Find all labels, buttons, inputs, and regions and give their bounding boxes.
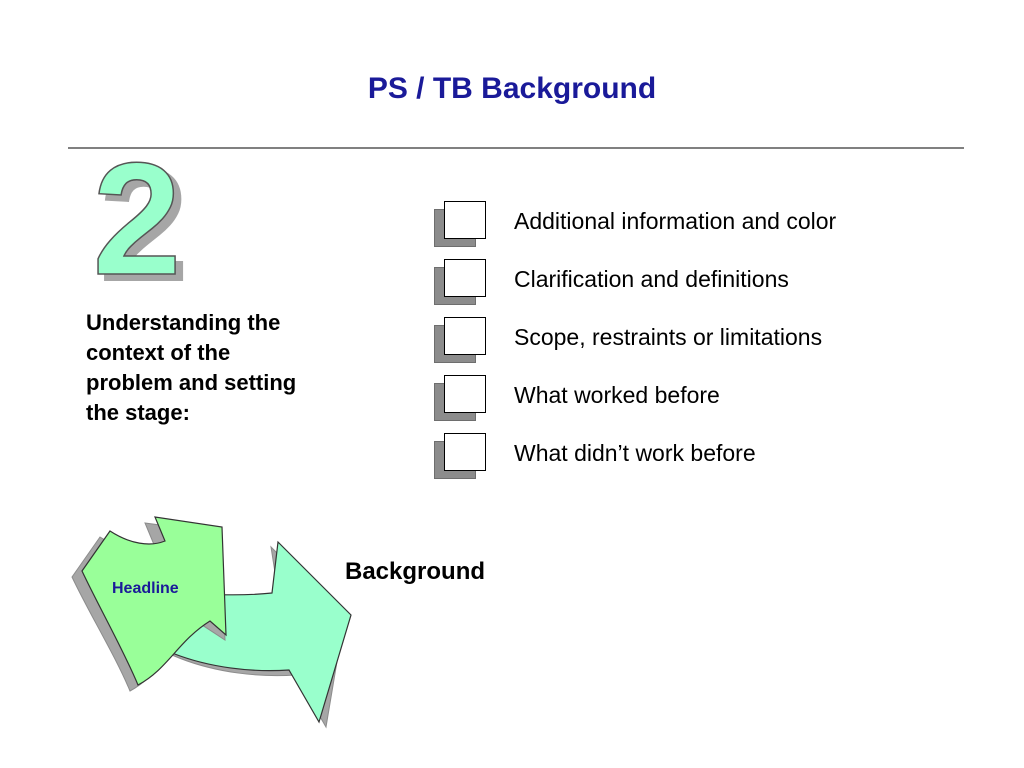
step-number-shadow: 2 (100, 150, 189, 300)
checkbox-face (444, 433, 486, 471)
checklist-item: What didn’t work before (434, 432, 836, 490)
checkbox-face (444, 201, 486, 239)
checklist-item-label: Scope, restraints or limitations (514, 324, 823, 350)
checklist: Additional information and color Clarifi… (434, 200, 836, 490)
process-arrows-graphic (71, 516, 352, 729)
step-number-graphic: 2 2 (92, 150, 190, 300)
checklist-item: What worked before (434, 374, 836, 432)
context-description: Understanding the context of the problem… (86, 310, 297, 425)
checklist-item: Scope, restraints or limitations (434, 316, 836, 374)
checklist-item-label: What worked before (514, 382, 720, 408)
checklist-item-label: Clarification and definitions (514, 266, 789, 292)
checkbox[interactable] (434, 374, 486, 421)
checkbox-face (444, 259, 486, 297)
checkbox-face (444, 375, 486, 413)
checkbox[interactable] (434, 432, 486, 479)
checklist-item-label: Additional information and color (514, 208, 837, 234)
slide-title: PS / TB Background (367, 72, 657, 105)
checkbox[interactable] (434, 258, 486, 305)
headline-arrow (81, 516, 227, 686)
checkbox[interactable] (434, 200, 486, 247)
background-label: Background (345, 558, 486, 585)
headline-label: Headline (112, 580, 179, 597)
step-number: 2 (93, 150, 182, 300)
title-divider (68, 147, 964, 149)
checklist-item: Additional information and color (434, 200, 836, 258)
checklist-item-label: What didn’t work before (514, 440, 756, 466)
checkbox-face (444, 317, 486, 355)
checklist-item: Clarification and definitions (434, 258, 836, 316)
checkbox[interactable] (434, 316, 486, 363)
